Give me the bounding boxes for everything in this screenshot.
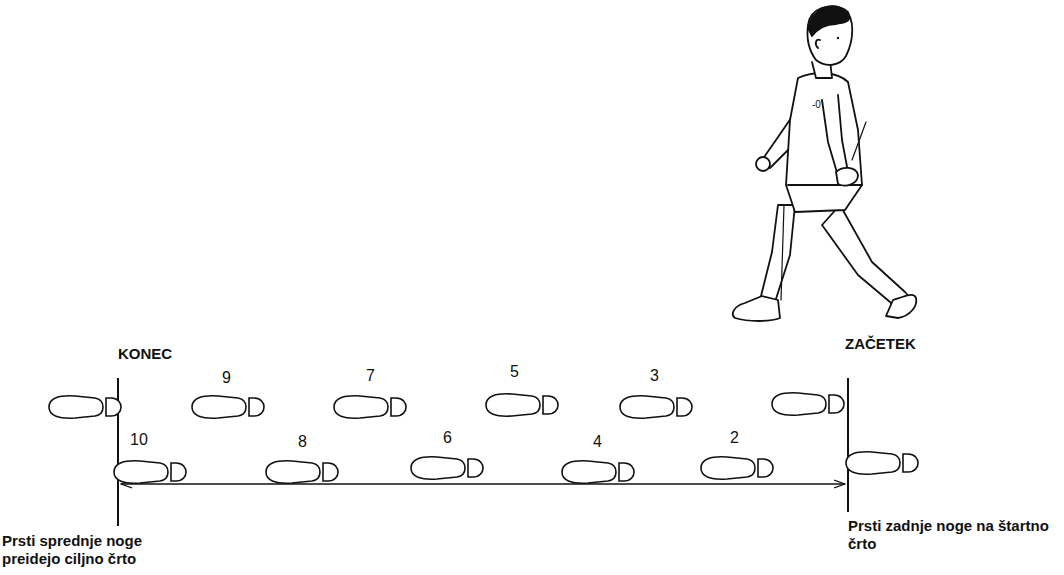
footprint	[49, 396, 121, 418]
footprint	[620, 396, 692, 418]
step-number: 3	[650, 366, 659, 385]
start-label: ZAČETEK	[845, 335, 916, 353]
step-number: 10	[130, 430, 148, 449]
step-number: 4	[593, 432, 602, 451]
footprint	[114, 461, 186, 483]
footprint	[192, 396, 264, 418]
start-line	[847, 378, 849, 512]
step-number: 2	[730, 428, 739, 447]
footprint	[411, 457, 483, 479]
distance-arrow	[121, 483, 845, 484]
footprint	[701, 457, 773, 479]
step-number: 6	[443, 428, 452, 447]
walking-person: -0'	[733, 6, 916, 321]
footprint	[846, 452, 918, 474]
footprint	[562, 461, 634, 483]
footprint	[334, 396, 406, 418]
step-number: 8	[298, 432, 307, 451]
step-number: 5	[510, 362, 519, 381]
footprint	[266, 461, 338, 483]
step-number: 7	[366, 366, 375, 385]
note: Prsti sprednje noge preidejo ciljno črto	[2, 532, 192, 568]
note: Prsti zadnje noge na štartno črto	[848, 517, 1060, 553]
finish-label: KONEC	[118, 345, 172, 363]
footprint	[772, 393, 844, 415]
step-number: 9	[222, 368, 231, 387]
footprint	[486, 394, 558, 416]
